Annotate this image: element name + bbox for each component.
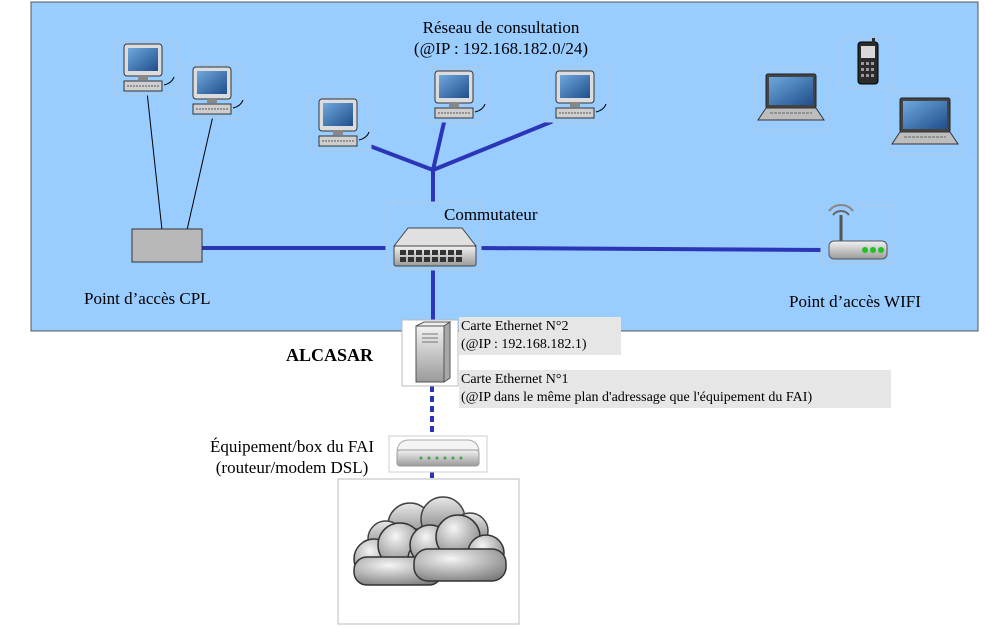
switch-icon: [385, 201, 482, 271]
ethernet-links: [200, 116, 828, 322]
eth1-label-background: [459, 370, 891, 408]
eth1-label: Carte Ethernet N°1 (@IP dans le même pla…: [461, 371, 812, 407]
cpl-cables: [146, 91, 216, 231]
eth2-label-line1: Carte Ethernet N°2: [461, 319, 569, 334]
switch-label: Commutateur: [444, 205, 538, 224]
alcasar-label: ALCASAR: [286, 345, 374, 365]
network-title: Réseau de consultation (@IP : 192.168.18…: [370, 17, 632, 59]
wifi-label: Point d’accès WIFI: [789, 292, 921, 311]
dsl-modem-icon: [388, 435, 488, 473]
cpl-label: Point d’accès CPL: [84, 289, 211, 308]
desktop-computer-icon: [113, 40, 177, 96]
wifi-router-icon: [820, 204, 894, 264]
mobile-phone-icon: [840, 37, 894, 89]
alcasar-server-icon: [401, 319, 459, 387]
eth1-label-line1: Carte Ethernet N°1: [461, 372, 569, 387]
laptop-icon: [887, 91, 963, 155]
laptop-icon: [753, 67, 829, 131]
desktop-computer-icon: [545, 67, 609, 123]
eth2-label-background: [459, 317, 621, 355]
desktop-computer-icon: [182, 63, 246, 119]
isp-label-line1: Équipement/box du FAI: [210, 437, 374, 456]
isp-label-line2: (routeur/modem DSL): [215, 458, 369, 477]
desktop-computer-icon: [308, 95, 372, 151]
desktop-computer-icon: [424, 67, 488, 123]
isp-label: Équipement/box du FAI (routeur/modem DSL…: [180, 436, 404, 478]
eth2-label-line2: (@IP : 192.168.182.1): [461, 337, 587, 352]
network-title-line2: (@IP : 192.168.182.0/24): [413, 39, 589, 58]
internet-cloud-icon: [337, 478, 520, 625]
cpl-access-point-icon: [131, 228, 203, 263]
consultation-network-area: [30, 1, 979, 332]
network-title-line1: Réseau de consultation: [422, 18, 580, 37]
eth1-label-line2: (@IP dans le même plan d'adressage que l…: [461, 390, 813, 405]
eth2-label: Carte Ethernet N°2 (@IP : 192.168.182.1): [461, 318, 587, 354]
